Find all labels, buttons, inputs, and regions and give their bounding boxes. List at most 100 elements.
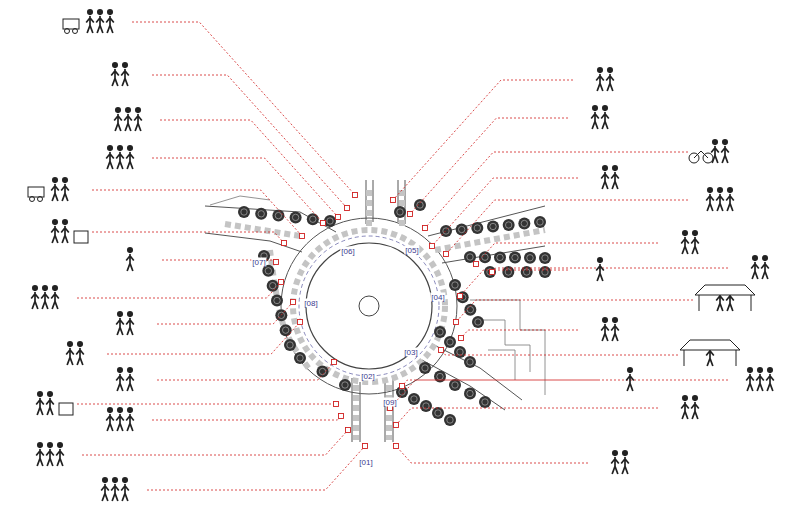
tree-symbol xyxy=(420,400,432,412)
location-marker xyxy=(282,241,287,246)
tree-symbol xyxy=(272,210,284,222)
person-figure xyxy=(601,317,609,341)
tree-ring xyxy=(475,319,481,325)
activity-icon xyxy=(106,145,134,169)
person-figure xyxy=(126,311,134,335)
tree-symbol xyxy=(339,379,351,391)
tree-symbol xyxy=(434,326,446,338)
location-marker xyxy=(336,215,341,220)
tree-symbol xyxy=(432,407,444,419)
activity-icon xyxy=(28,177,69,201)
location-marker xyxy=(298,320,303,325)
tree-symbol xyxy=(472,316,484,328)
leader-line xyxy=(92,232,284,243)
grey-path-band xyxy=(386,385,392,440)
location-marker xyxy=(439,348,444,353)
tree-symbol xyxy=(479,396,491,408)
activity-icon xyxy=(746,367,774,391)
leader-line xyxy=(396,446,588,463)
tree-ring xyxy=(282,327,288,333)
tree-symbol xyxy=(456,224,468,236)
activity-icon xyxy=(751,255,769,279)
person-figure xyxy=(36,442,44,466)
tree-ring xyxy=(527,255,533,261)
wheel xyxy=(38,197,43,202)
person-figure xyxy=(691,395,699,419)
leader-line xyxy=(456,300,693,322)
leader-line xyxy=(441,350,678,355)
tent-poles xyxy=(699,295,751,311)
activity-icon xyxy=(126,247,134,271)
person-figure xyxy=(681,395,689,419)
person-figure xyxy=(721,139,729,163)
tree-ring xyxy=(342,382,348,388)
location-marker xyxy=(474,262,479,267)
leader-line xyxy=(82,430,348,455)
person-figure xyxy=(116,407,124,431)
activity-icon xyxy=(106,407,134,431)
central-island xyxy=(306,243,432,369)
tree-ring xyxy=(258,211,264,217)
tree-crown xyxy=(262,265,274,277)
tree-ring xyxy=(411,396,417,402)
tree-crown xyxy=(414,199,426,211)
person-figure xyxy=(766,367,774,391)
person-figure xyxy=(31,285,39,309)
leader-line xyxy=(390,380,598,408)
person-figure xyxy=(86,9,94,33)
person-figure xyxy=(76,341,84,365)
location-marker xyxy=(394,444,399,449)
leader-line xyxy=(432,178,578,246)
tree-crown xyxy=(272,210,284,222)
location-marker xyxy=(339,414,344,419)
person-figure xyxy=(134,107,142,131)
crate-symbol xyxy=(74,231,88,243)
tree-ring xyxy=(467,390,473,396)
person-figure xyxy=(121,62,129,86)
location-marker xyxy=(321,221,326,226)
tree-ring xyxy=(292,214,298,220)
location-marker xyxy=(430,244,435,249)
tree-crown xyxy=(267,280,279,292)
person-figure xyxy=(706,187,714,211)
location-marker xyxy=(291,300,296,305)
tree-ring xyxy=(297,355,303,361)
callout-number: [08] xyxy=(303,299,318,308)
wheel xyxy=(73,29,78,34)
building-outlines xyxy=(210,196,545,395)
tree-crown xyxy=(408,393,420,405)
tree-crown xyxy=(339,379,351,391)
location-marker xyxy=(279,280,284,285)
tree-symbol xyxy=(449,279,461,291)
tree-symbol xyxy=(479,251,491,263)
leader-line xyxy=(160,120,338,217)
leader-line xyxy=(92,190,302,236)
leader-line xyxy=(402,380,728,386)
activity-icon xyxy=(601,317,619,341)
person-figure xyxy=(61,177,69,201)
person-figure xyxy=(126,407,134,431)
activity-icon xyxy=(611,450,629,474)
leader-line xyxy=(152,75,347,208)
tree-crown xyxy=(444,336,456,348)
tree-symbol xyxy=(262,265,274,277)
tree-symbol xyxy=(503,219,515,231)
tree-ring xyxy=(310,216,316,222)
tree-crown xyxy=(434,371,446,383)
tree-symbol xyxy=(290,211,302,223)
tree-crown xyxy=(464,304,476,316)
location-marker xyxy=(346,428,351,433)
person-figure xyxy=(626,367,634,391)
tree-ring xyxy=(521,220,527,226)
person-figure xyxy=(51,219,59,243)
tree-crown xyxy=(464,388,476,400)
callout-number: [06] xyxy=(340,247,355,256)
person-figure xyxy=(116,311,124,335)
location-marker xyxy=(300,234,305,239)
tree-symbol xyxy=(444,336,456,348)
activity-icon xyxy=(681,395,699,419)
activity-icon xyxy=(689,139,729,163)
tree-crown xyxy=(524,252,536,264)
tree-symbol xyxy=(457,291,469,303)
tree-ring xyxy=(482,399,488,405)
